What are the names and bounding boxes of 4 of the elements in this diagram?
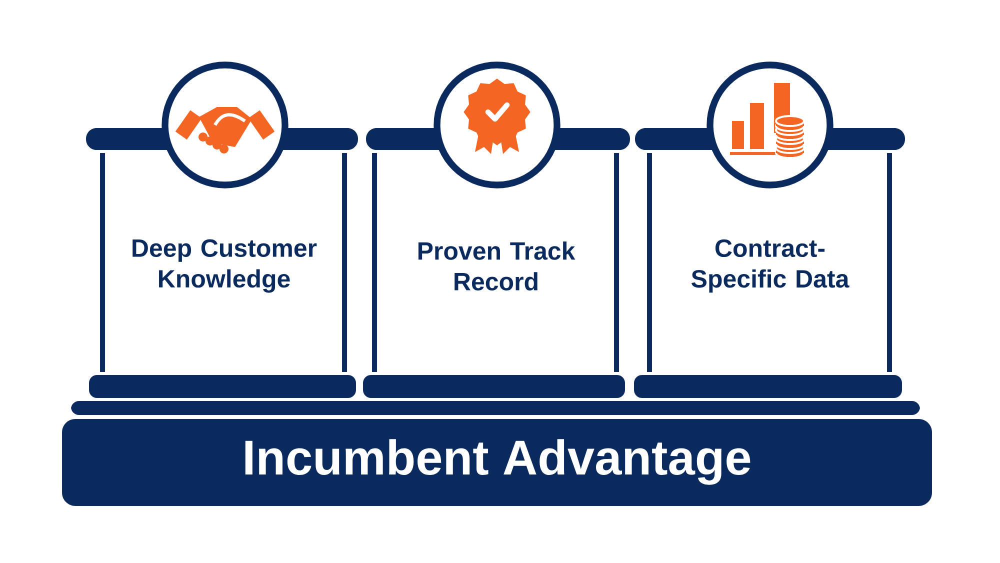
base-slab: Incumbent Advantage (62, 401, 932, 506)
node-label: Proven Track Record (418, 241, 576, 291)
node-label: Deep Customer Knowledge (132, 239, 317, 293)
node-label: Contract-Specific Data (692, 239, 850, 293)
